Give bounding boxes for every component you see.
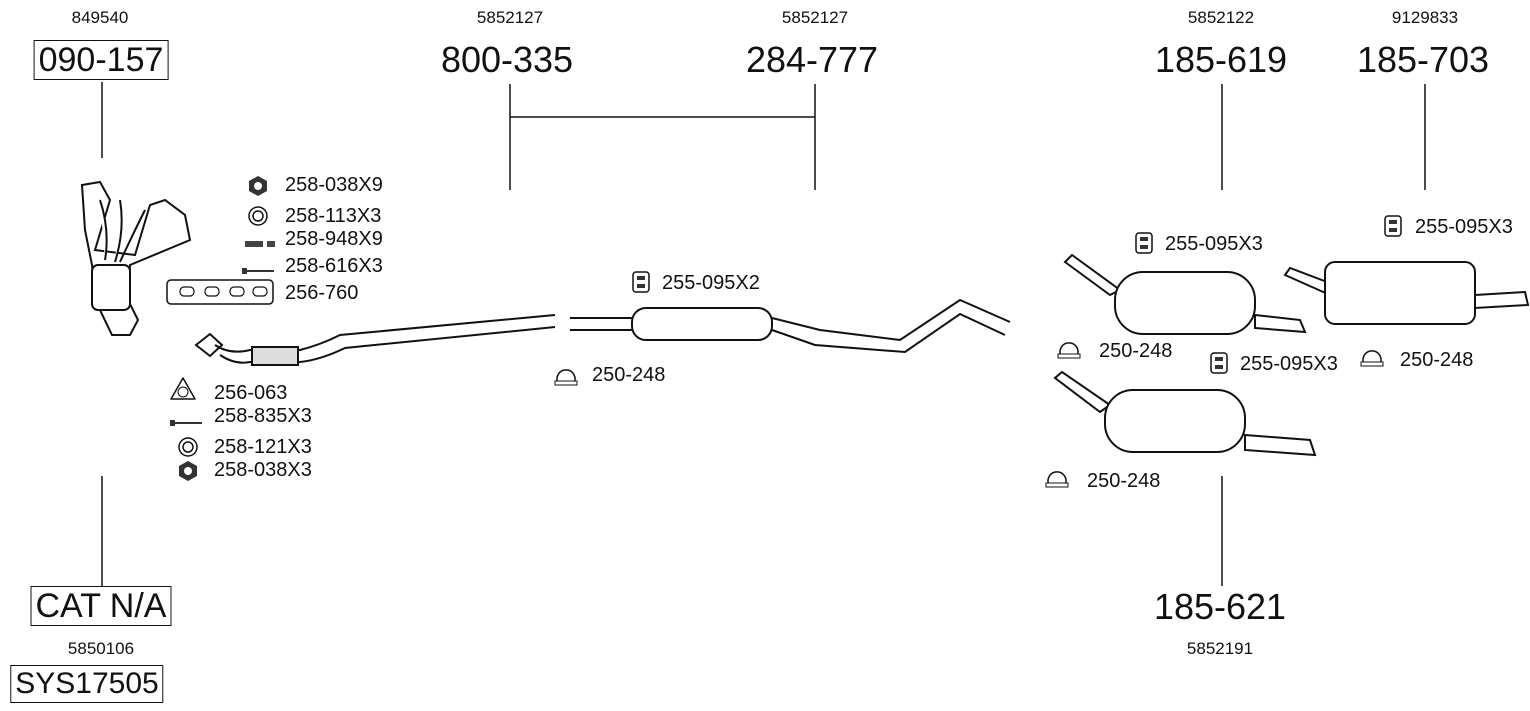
part-label[interactable]: 255-095X3 — [1165, 233, 1263, 255]
part-label[interactable]: 255-095X3 — [1240, 353, 1338, 375]
hanger-icon — [1210, 352, 1228, 374]
part-number[interactable]: 185-619 — [1154, 39, 1288, 80]
washer-icon — [248, 206, 268, 226]
clamp-icon — [1057, 342, 1081, 359]
part-label[interactable]: 250-248 — [1400, 349, 1474, 371]
part-label[interactable]: 250-248 — [1087, 470, 1161, 492]
part-number[interactable]: 284-777 — [745, 39, 879, 80]
system-id-box: SYS17505 — [10, 665, 164, 703]
part-label[interactable]: 258-038X3 — [214, 459, 312, 481]
hanger-icon — [1135, 232, 1153, 254]
part-label[interactable]: 258-616X3 — [285, 255, 383, 277]
front-pipe-drawing — [194, 314, 556, 366]
part-label[interactable]: 250-248 — [592, 364, 666, 386]
bolt-icon — [170, 420, 202, 426]
part-label[interactable]: 256-760 — [285, 282, 359, 304]
part-label[interactable]: 258-038X9 — [285, 174, 383, 196]
stud-icon — [245, 241, 275, 247]
part-label[interactable]: 250-248 — [1099, 340, 1173, 362]
part-number[interactable]: 800-335 — [440, 39, 574, 80]
hanger-icon — [1384, 215, 1402, 237]
part-label[interactable]: 255-095X3 — [1415, 216, 1513, 238]
flange-gasket-icon — [170, 377, 196, 400]
part-number-box[interactable]: 090-157 — [33, 40, 169, 80]
hanger-icon — [632, 271, 650, 293]
part-number[interactable]: 185-621 — [1153, 586, 1287, 627]
clamp-icon — [554, 369, 578, 386]
part-label[interactable]: 258-835X3 — [214, 405, 312, 427]
rear-silencer-185-621-drawing — [1053, 370, 1317, 457]
part-label[interactable]: 256-063 — [214, 382, 288, 404]
nut-icon — [179, 461, 197, 481]
catalytic-manifold-drawing — [80, 180, 192, 336]
nut-icon — [249, 176, 267, 196]
rear-silencer-185-619-drawing — [1063, 253, 1307, 335]
part-number-box[interactable]: CAT N/A — [30, 586, 172, 626]
washer-icon — [178, 437, 198, 457]
part-label[interactable]: 258-948X9 — [285, 228, 383, 250]
oe-number: 5852122 — [1187, 8, 1255, 27]
part-number[interactable]: 185-703 — [1356, 39, 1490, 80]
leader-lines — [101, 82, 1426, 586]
oe-number: 5852127 — [781, 8, 849, 27]
clamp-icon — [1045, 471, 1069, 488]
manifold-gasket-drawing — [166, 279, 274, 305]
oe-number: 5850106 — [67, 639, 135, 658]
oe-number: 5852127 — [476, 8, 544, 27]
rear-silencer-185-703-drawing — [1283, 261, 1530, 325]
bolt-icon — [242, 268, 274, 274]
oe-number: 849540 — [71, 8, 129, 27]
oe-number: 5852191 — [1186, 639, 1254, 658]
part-label[interactable]: 258-113X3 — [285, 205, 382, 227]
middle-pipe-drawing — [570, 298, 1011, 354]
clamp-icon — [1360, 350, 1384, 367]
part-label[interactable]: 255-095X2 — [662, 272, 760, 294]
part-label[interactable]: 258-121X3 — [214, 436, 312, 458]
oe-number: 9129833 — [1391, 8, 1459, 27]
